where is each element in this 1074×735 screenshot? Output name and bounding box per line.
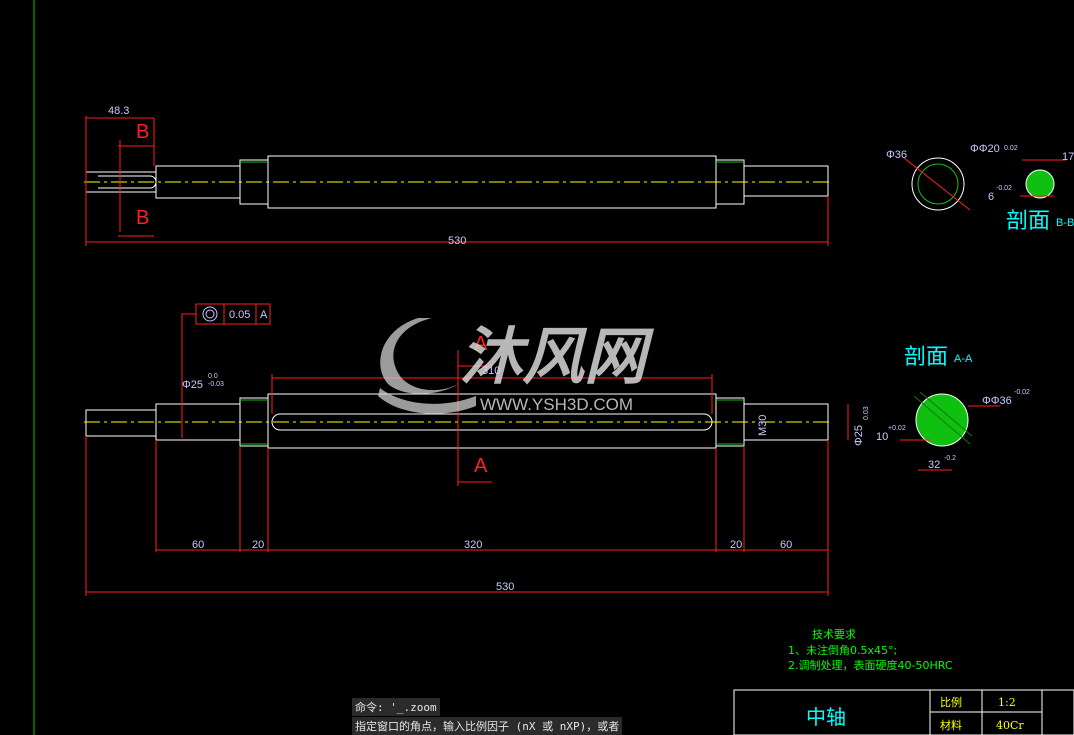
segment-dims: 60 20 320 20 60 xyxy=(192,539,792,551)
seg-dim-2: 20 xyxy=(252,539,264,551)
section-marker-b-top: B xyxy=(136,121,149,143)
bb-inner-dia: ΦΦ20 xyxy=(970,143,1000,155)
seg-dim-5: 60 xyxy=(780,539,792,551)
concentricity-icon xyxy=(202,306,218,322)
left-diameter: Φ25 xyxy=(182,379,203,391)
bb-width: 17 xyxy=(1062,151,1074,163)
aa-key-tol: +0.02 xyxy=(888,425,906,432)
bb-subtitle: B-B xyxy=(1056,217,1074,229)
tolerance-value: 0.05 xyxy=(229,309,250,321)
bb-outer-circle-inner xyxy=(917,163,959,205)
shaft-right-end xyxy=(743,165,829,197)
aa-subtitle: A-A xyxy=(954,353,973,365)
section-aa-view[interactable] xyxy=(900,391,1000,471)
aa-key-depth: 32 xyxy=(928,459,940,471)
top-end-dim: 48.3 xyxy=(108,105,129,117)
bb-title: 剖面 xyxy=(1006,208,1050,233)
watermark-url: WWW.YSH3D.COM xyxy=(480,395,633,414)
left-diameter-tol-lower: -0.03 xyxy=(208,381,224,388)
command-history-line: 命令: '_.zoom xyxy=(352,698,440,716)
bb-depth: 6 xyxy=(988,191,994,203)
keyway-slot xyxy=(98,175,157,189)
section-marker-a-top: A xyxy=(474,333,488,355)
section-marker-b-bottom: B xyxy=(136,207,149,229)
seg-dim-4: 20 xyxy=(730,539,742,551)
scale-value: 1:2 xyxy=(998,696,1016,709)
notes-line2: 2.调制处理，表面硬度40-50HRC xyxy=(788,658,953,672)
main-dimensions xyxy=(85,313,849,596)
main-keyway xyxy=(271,413,713,431)
aa-dia-tol: -0.02 xyxy=(1014,389,1030,396)
material-value: 40Cr xyxy=(996,719,1024,732)
bb-outer-dia: Φ36 xyxy=(886,149,907,161)
right-diameter-tol: 0.03 xyxy=(863,406,870,420)
aa-title: 剖面 xyxy=(904,344,948,369)
main-left-end xyxy=(85,409,157,437)
material-label: 材料 xyxy=(940,718,962,732)
seg-dim-1: 60 xyxy=(192,539,204,551)
section-bb-view[interactable] xyxy=(903,157,1066,211)
part-name: 中轴 xyxy=(806,705,846,729)
main-overall-dim: 530 xyxy=(496,581,514,593)
aa-key-width: 10 xyxy=(876,431,888,443)
title-block[interactable] xyxy=(733,689,1074,735)
section-marker-a-bottom: A xyxy=(474,455,488,477)
notes-line1: 1、未注倒角0.5x45°; xyxy=(788,643,897,657)
scale-label: 比例 xyxy=(940,695,962,709)
thread-label: M30 xyxy=(757,415,769,436)
aa-depth-tol: -0.2 xyxy=(944,455,956,462)
aa-dia: ΦΦ36 xyxy=(982,395,1012,407)
bb-key-section xyxy=(1025,169,1055,199)
watermark-logo-icon xyxy=(380,318,458,394)
top-overall-dim: 530 xyxy=(448,235,466,247)
seg-dim-3: 320 xyxy=(464,539,482,551)
tolerance-frame[interactable] xyxy=(195,303,271,325)
bb-outer-circle xyxy=(911,157,965,211)
left-diameter-tol-upper: 0.0 xyxy=(208,373,218,380)
watermark-brand: 沐风网 xyxy=(460,320,655,393)
keyway-length-dim: 310 xyxy=(482,365,500,377)
right-diameter: Φ25 xyxy=(853,425,865,446)
bb-inner-tol: 0.02 xyxy=(1004,145,1018,152)
bb-depth-tol: -0.02 xyxy=(996,185,1012,192)
command-prompt-line[interactable]: 指定窗口的角点，输入比例因子 (nX 或 nXP)，或者 xyxy=(352,717,623,735)
tolerance-datum: A xyxy=(260,309,268,321)
watermark xyxy=(378,318,476,414)
top-dimensions xyxy=(85,116,829,246)
notes-heading: 技术要求 xyxy=(812,628,856,641)
